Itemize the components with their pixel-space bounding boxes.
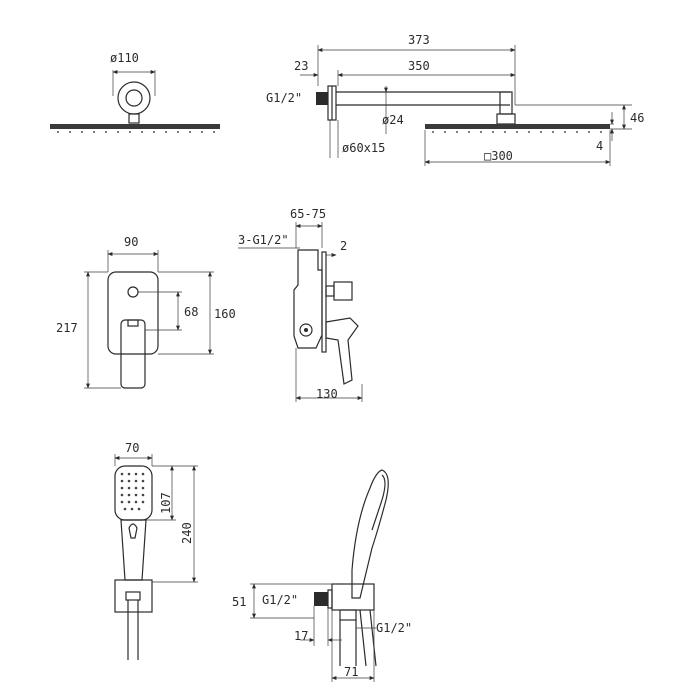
dim-total-length-hand: 240 [180, 522, 194, 544]
label-inlets: 3-G1/2" [238, 233, 289, 247]
label-thread-left: G1/2" [262, 593, 298, 607]
dim-flange-offset: 23 [294, 59, 308, 73]
dim-drop-height: 46 [630, 111, 644, 125]
dim-total-height: 217 [56, 321, 78, 335]
dim-plate-thickness: 2 [340, 239, 347, 253]
dim-total-length: 373 [408, 33, 430, 47]
dim-total-depth: 130 [316, 387, 338, 401]
dim-outlet-height: 51 [232, 595, 246, 609]
dim-flange-size: ø60x15 [342, 141, 385, 155]
mixer-front-view: 90 217 68 160 [56, 235, 236, 389]
dim-head-size: □300 [484, 149, 513, 163]
dim-front-diameter: ø110 [110, 51, 139, 65]
rain-shower-side-view: 373 350 23 G1/2" ø24 ø60x15 [266, 33, 644, 166]
label-thread: G1/2" [266, 91, 302, 105]
hand-shower-front-view: 70 107 240 [114, 441, 198, 660]
dim-plate-height: 160 [214, 307, 236, 321]
dim-plate-width: 90 [124, 235, 138, 249]
dim-depth-range: 65-75 [290, 207, 326, 221]
rain-shower-front-view: ø110 [50, 51, 220, 133]
dim-arm-diameter: ø24 [382, 113, 404, 127]
dim-handle-offset: 68 [184, 305, 198, 319]
dim-arm-length: 350 [408, 59, 430, 73]
hand-shower-side-view: 51 G1/2" 17 G1/2" 71 [232, 469, 412, 682]
dim-head-width: 70 [125, 441, 139, 455]
mixer-side-view: 65-75 3-G1/2" 2 130 [238, 207, 363, 402]
dim-head-thickness: 4 [596, 139, 603, 153]
dim-holder-depth: 71 [344, 665, 358, 679]
label-thread-right: G1/2" [376, 621, 412, 635]
dim-head-height: 107 [159, 492, 173, 514]
dim-offset: 17 [294, 629, 308, 643]
